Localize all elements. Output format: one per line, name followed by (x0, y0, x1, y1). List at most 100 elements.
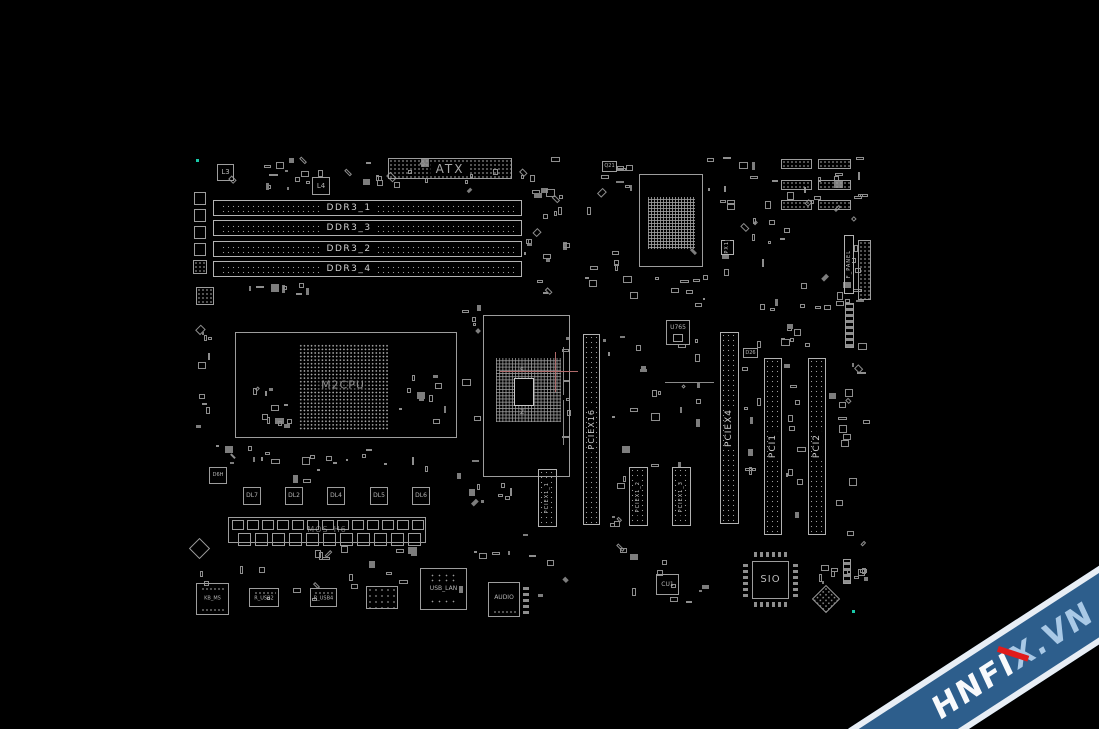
left-edge-connector[interactable] (194, 243, 206, 256)
component-pad (775, 299, 779, 306)
mosfet-pad (323, 533, 336, 546)
bottom-pin-connector[interactable] (366, 586, 398, 609)
pin-header[interactable] (818, 180, 851, 190)
slot-pci1[interactable]: PCI1 (764, 358, 782, 535)
slot-pci2[interactable]: PCI2 (808, 358, 826, 535)
left-edge-connector[interactable] (194, 209, 206, 222)
component-pad (616, 168, 626, 171)
component-pad (541, 188, 548, 193)
mosfet-pad (412, 520, 424, 530)
component-pad (459, 585, 464, 593)
cpu-socket-outline[interactable]: M2CPU (235, 332, 457, 438)
chip-dl6[interactable]: DL6 (412, 487, 430, 505)
atx-power-connector[interactable]: ATX (388, 158, 512, 179)
inductor-l3[interactable]: L3 (217, 164, 234, 181)
slot-pciex16[interactable]: PCIEX16 (583, 334, 600, 525)
component-pad (509, 487, 512, 496)
right-edge-header[interactable] (845, 303, 854, 348)
chip-dl7[interactable]: DL7 (243, 487, 261, 505)
component-pad (526, 239, 529, 244)
component-pad (752, 218, 757, 224)
component-pad (462, 310, 469, 314)
pin-header[interactable] (818, 200, 851, 210)
chip-d26[interactable]: D26 (743, 348, 758, 358)
component-pad (655, 276, 659, 281)
component-pad (562, 576, 569, 583)
component-pad (851, 216, 857, 222)
chip-u765[interactable]: U765 (666, 320, 690, 345)
component-pad (546, 257, 551, 262)
component-pad (362, 179, 370, 186)
component-pad (498, 493, 503, 497)
component-pad (603, 338, 607, 342)
component-pad (757, 340, 762, 348)
rear-usb-connector-a[interactable]: R_USB2 (249, 588, 279, 607)
chip-cu1[interactable]: CU1 (656, 574, 679, 595)
component-pad (851, 363, 855, 367)
left-edge-connector[interactable] (194, 226, 206, 239)
component-pad (696, 381, 701, 388)
component-pad (433, 374, 438, 379)
pin-header[interactable] (781, 180, 812, 190)
component-pad (399, 579, 409, 584)
component-pad (275, 161, 284, 169)
kb-ms-connector[interactable]: KB_MS (196, 583, 229, 615)
connector-pins (429, 573, 459, 582)
dimm-slot-ddr3-2[interactable]: DDR3_2 (213, 241, 522, 257)
component-pad (296, 292, 302, 295)
rear-usb-connector-b[interactable]: R_USB4 (310, 588, 337, 607)
audio-connector[interactable]: AUDIO (488, 582, 520, 617)
component-pad (845, 298, 851, 304)
slot-pciex4[interactable]: PCIEX4 (720, 332, 739, 524)
left-edge-chip[interactable] (193, 260, 207, 274)
chip-px1[interactable]: PX1 (721, 240, 734, 255)
chip-dl4[interactable]: DL4 (327, 487, 345, 505)
pin-header[interactable] (818, 159, 851, 169)
chip-dl5[interactable]: DL5 (370, 487, 388, 505)
mosfet-pad (277, 520, 289, 530)
dimm-slot-ddr3-1[interactable]: DDR3_1 (213, 200, 522, 216)
component-pad (269, 388, 274, 391)
slot-pciex1-1[interactable]: PCIEX1_1 (538, 469, 557, 527)
component-pad (520, 174, 524, 179)
component-pad (631, 588, 637, 596)
component-pad (813, 195, 821, 200)
front-panel-header[interactable]: F_PANEL (844, 235, 854, 294)
component-pad (523, 252, 527, 255)
pin-header[interactable] (781, 159, 812, 169)
bga2-outline[interactable]: S Z (483, 315, 570, 477)
dimm-slot-ddr3-4[interactable]: DDR3_4 (213, 261, 522, 277)
component-pad (681, 384, 687, 389)
chip-sio[interactable]: SIO (752, 561, 789, 599)
slot-pciex1-3[interactable]: PCIEX1_3 (672, 467, 691, 526)
component-pad (793, 328, 802, 337)
chipset-outline[interactable] (639, 174, 703, 267)
chip-q21[interactable]: Q21 (602, 161, 617, 172)
component-pad (527, 243, 533, 247)
chip-dl2[interactable]: DL2 (285, 487, 303, 505)
mos-strip-label: MOS_H6 (307, 525, 347, 534)
left-edge-chip[interactable] (196, 287, 214, 305)
chip-d6h[interactable]: D6H (209, 467, 227, 484)
component-pad (658, 391, 661, 396)
mosfet-strip[interactable]: MOS_H6 (228, 517, 426, 546)
pin-header[interactable] (781, 200, 812, 210)
component-pad (600, 175, 610, 180)
dimm-slot-ddr3-3[interactable]: DDR3_3 (213, 220, 522, 236)
bga2-mark-s: S (520, 368, 524, 374)
inductor-l4[interactable]: L4 (312, 177, 330, 195)
mosfet-pad (357, 533, 370, 546)
component-pad (742, 367, 749, 372)
component-pad (783, 227, 791, 234)
usb-lan-connector[interactable]: USB_LAN (420, 568, 467, 610)
component-pad (267, 416, 271, 424)
component-pad (722, 156, 731, 159)
component-pad (476, 305, 482, 312)
component-pad (607, 352, 611, 357)
bottom-right-header[interactable] (843, 559, 851, 584)
slot-pciex1-2[interactable]: PCIEX1_2 (629, 467, 648, 526)
component-pad (314, 550, 321, 559)
right-edge-connector[interactable] (858, 240, 871, 300)
left-edge-connector[interactable] (194, 192, 206, 205)
